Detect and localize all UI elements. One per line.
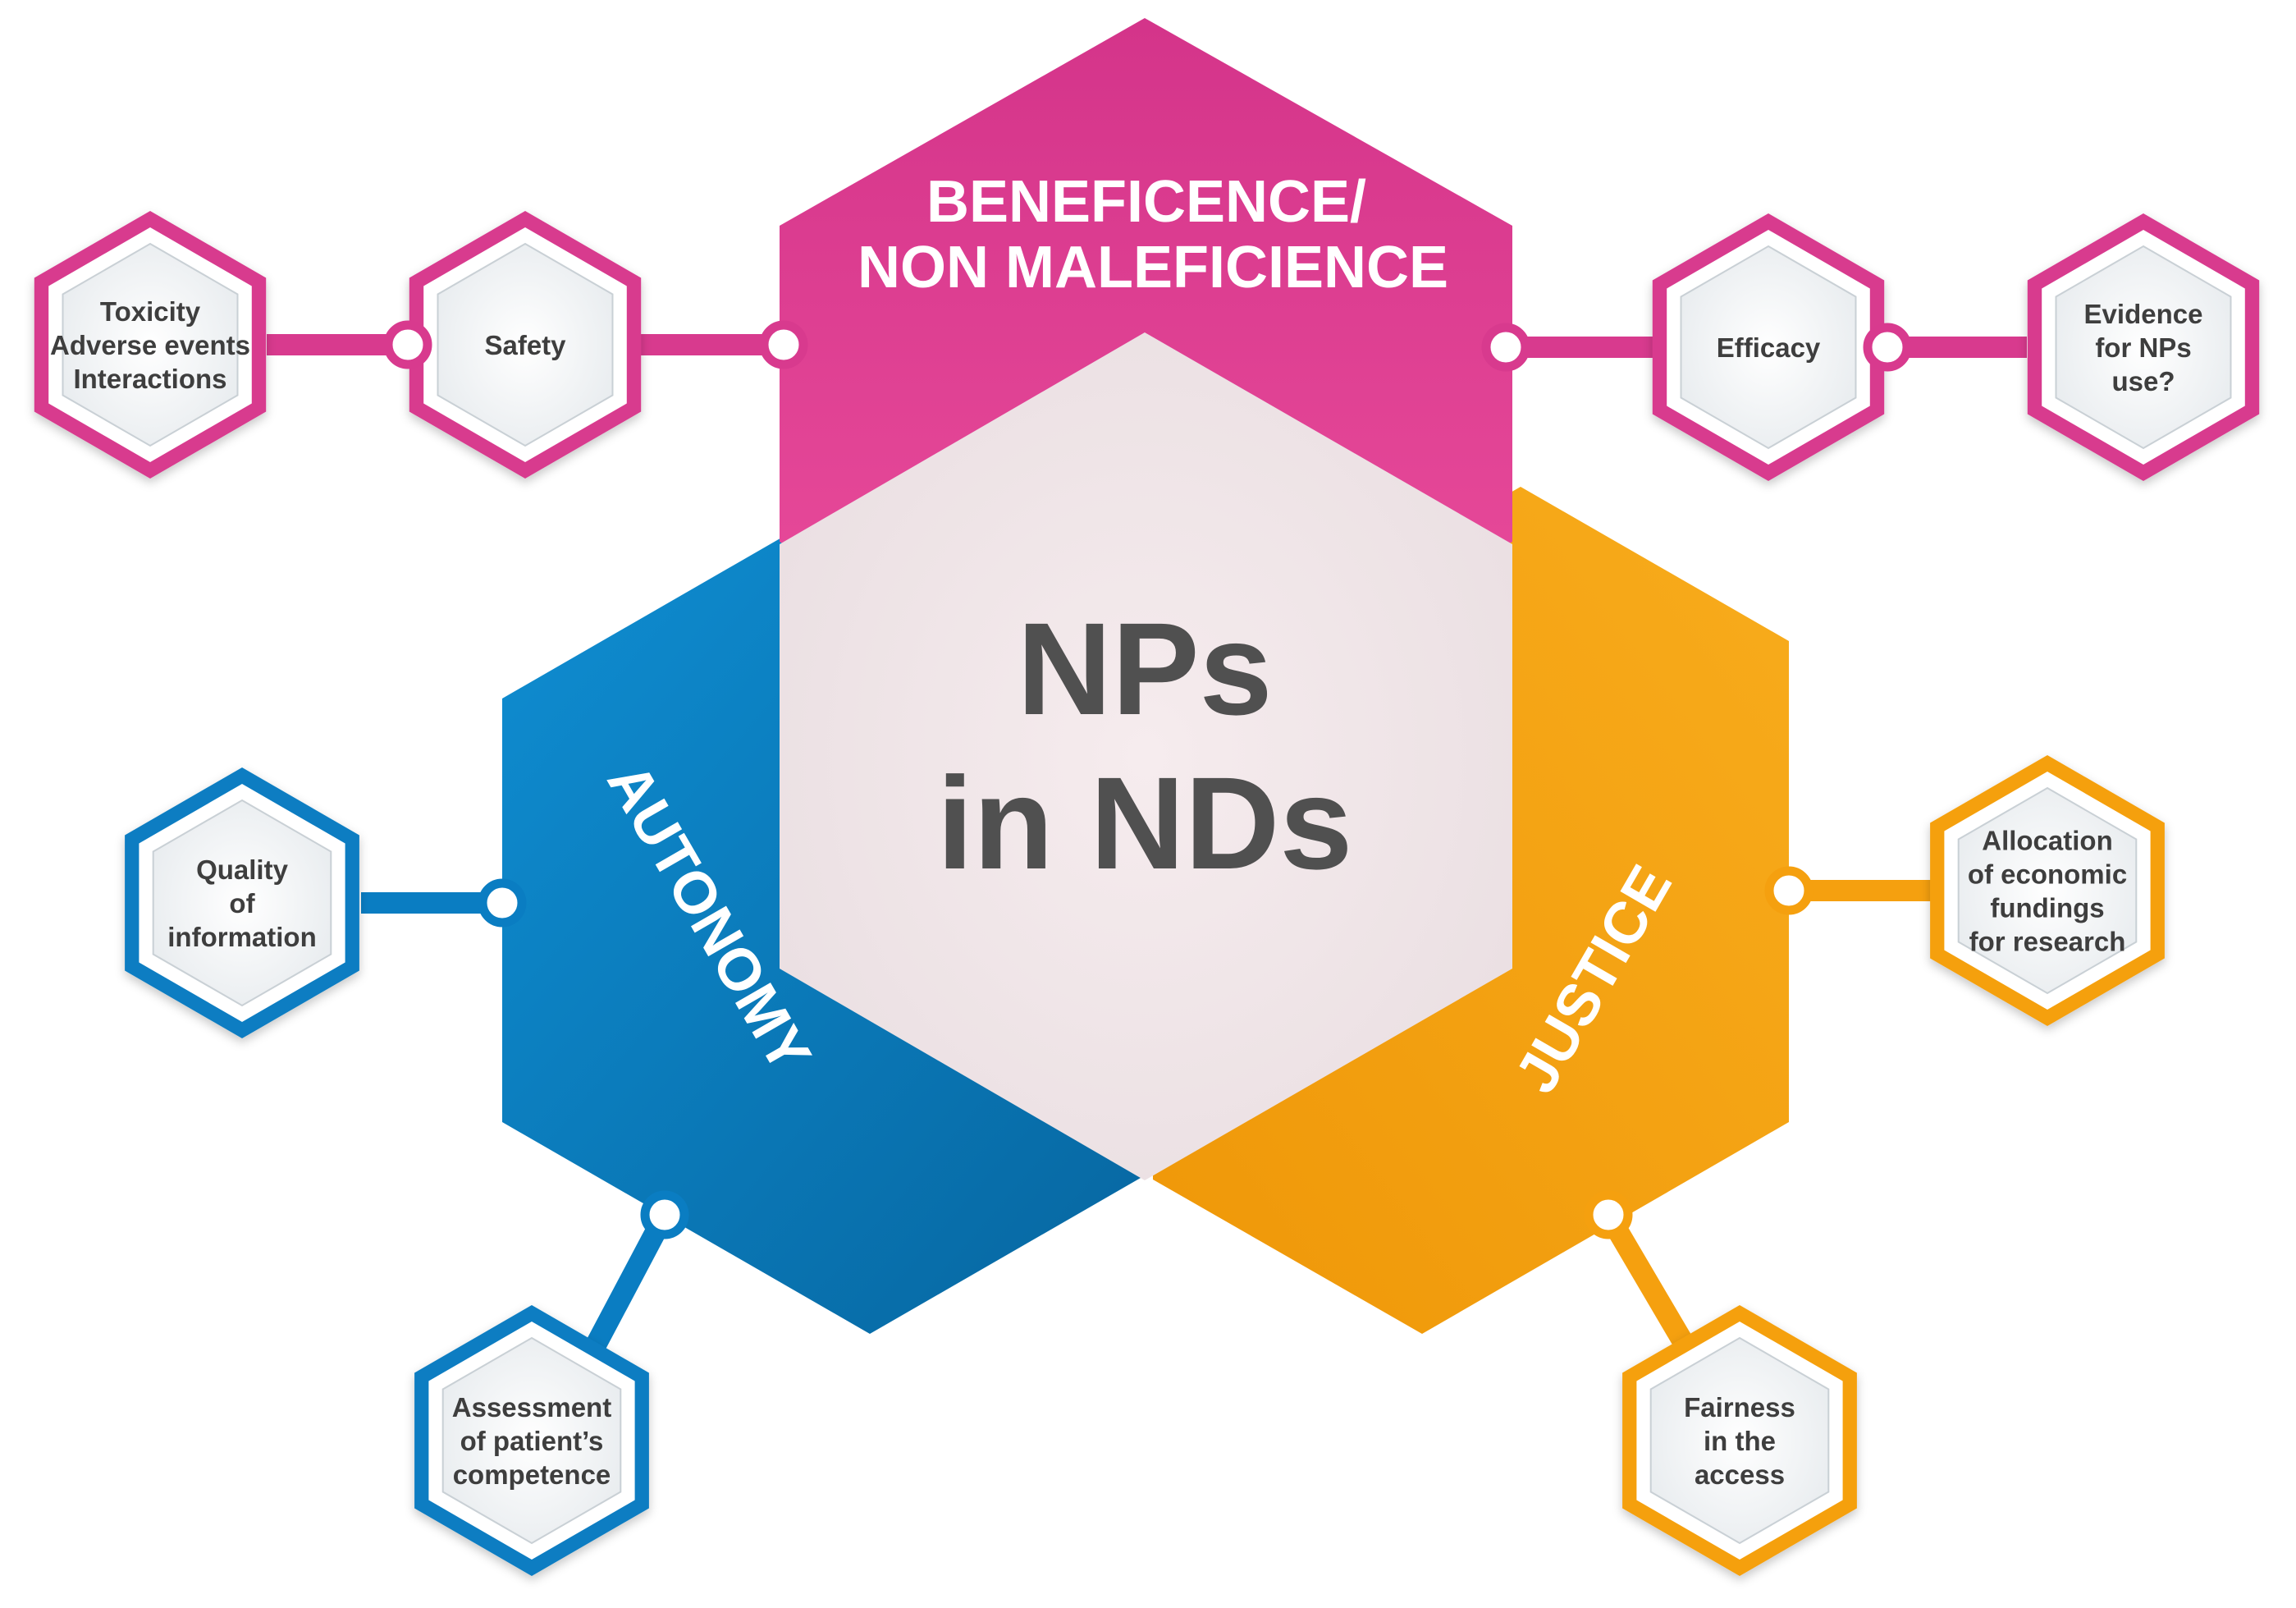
node-label-evidence-line1: Evidence	[2084, 299, 2203, 329]
node-label-toxicity-line2: Adverse events	[50, 330, 250, 360]
hexagon-icon	[1680, 245, 1857, 450]
hexagon-icon	[152, 799, 332, 1007]
node-label-assessment-line1: Assessment	[452, 1392, 611, 1422]
hexagon-icon	[1957, 786, 2138, 995]
marker-assessment-autonomy	[640, 1190, 689, 1239]
beneficence-label-line1: BENEFICENCE/	[926, 169, 1366, 235]
node-label-fairness-line3: access	[1695, 1459, 1785, 1490]
center-title-line1: NPs	[1017, 595, 1272, 742]
node-label-assessment-line2: of patient’s	[460, 1426, 604, 1456]
principles	[502, 18, 1789, 1334]
node-label-toxicity-line3: Interactions	[73, 364, 226, 394]
marker-beneficence-efficacy	[1481, 323, 1530, 372]
node-label-efficacy-line1: Efficacy	[1717, 332, 1821, 363]
marker-toxicity-safety	[383, 320, 432, 369]
node-label-allocation-line1: Allocation	[1982, 826, 2113, 856]
node-efficacy: Efficacy	[1652, 213, 1885, 481]
marker-efficacy-evidence	[1863, 323, 1912, 372]
node-label-allocation-line2: of economic	[1968, 859, 2127, 890]
node-label-evidence-line3: use?	[2111, 366, 2175, 396]
hexagon-icon	[1649, 1336, 1830, 1545]
connector-justice-fairness	[1599, 1209, 1700, 1360]
node-label-allocation-line3: fundings	[1990, 893, 2104, 923]
hexagon-icon	[441, 1336, 622, 1545]
hexagon-icon	[62, 242, 239, 447]
node-label-quality-line2: of	[229, 888, 255, 919]
hexagon-icon	[437, 242, 614, 447]
connector-markers	[383, 320, 1912, 1239]
node-label-fairness-line1: Fairness	[1684, 1392, 1795, 1422]
beneficence-label-line2: NON MALEFICIENCE	[858, 235, 1448, 300]
node-label-assessment-line3: competence	[453, 1459, 611, 1490]
node-safety: Safety	[409, 211, 642, 479]
marker-justice-allocation	[1764, 866, 1813, 915]
node-label-toxicity-line1: Toxicity	[100, 296, 201, 327]
node-label-allocation-line4: for research	[1969, 927, 2126, 957]
node-label-safety-line1: Safety	[484, 330, 566, 360]
node-label-quality-line3: information	[167, 922, 316, 952]
marker-quality-autonomy	[478, 878, 527, 928]
marker-safety-beneficence	[759, 320, 808, 369]
center-hexagon	[780, 332, 1512, 1180]
center-title-line2: in NDs	[937, 749, 1353, 896]
connector-assessment-autonomy	[581, 1209, 675, 1360]
marker-justice-fairness	[1584, 1190, 1633, 1239]
hexagon-icon	[2055, 245, 2232, 450]
node-label-fairness-line2: in the	[1704, 1426, 1776, 1456]
node-label-quality-line1: Quality	[196, 854, 289, 885]
node-label-evidence-line2: for NPs	[2095, 332, 2191, 363]
